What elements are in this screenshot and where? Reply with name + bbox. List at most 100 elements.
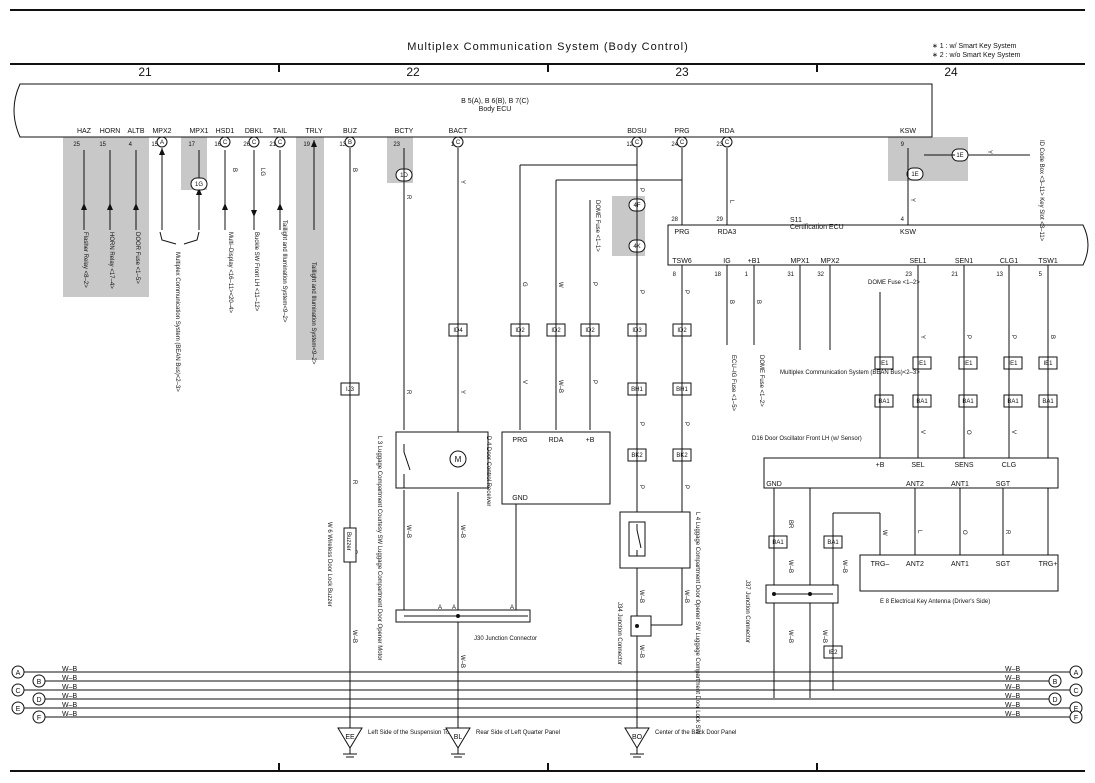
- wire-color-19: P: [638, 422, 644, 426]
- body-pin-conn-label-3: A: [160, 140, 164, 146]
- body-pin-conn-3: [156, 136, 168, 148]
- wire-color-24: W–B: [683, 590, 689, 603]
- s11-bot-num-2: 1: [745, 272, 749, 278]
- e8-antenna: [859, 554, 1059, 592]
- bus-left-label-C: C: [15, 688, 20, 695]
- body-pin-num-1: 15: [99, 142, 106, 148]
- wire-color-4: W: [557, 282, 563, 288]
- wire-color-22: P: [683, 485, 689, 489]
- wire-color-9: L: [728, 200, 734, 204]
- diagram-title: Multiplex Communication System (Body Con…: [407, 41, 689, 53]
- body-pin-num-3: 15: [151, 142, 158, 148]
- wire-color-12: R: [351, 480, 357, 485]
- s11-pins: PRG28RDA329KSW4TSW68IG18+B11MPX131MPX232…: [671, 217, 1058, 278]
- ground-id-2: BO: [632, 734, 643, 741]
- wire-color-44: P: [591, 380, 597, 384]
- body-pin-num-6: 26: [243, 142, 250, 148]
- d16-bot-pin-3: SGT: [996, 481, 1011, 488]
- wire-color-25: W–B: [638, 645, 644, 658]
- wire-color-33: L: [916, 530, 922, 534]
- wire-color-2: Y: [459, 180, 465, 184]
- body-pin-conn-11: [452, 136, 464, 148]
- body-pin-num-0: 25: [73, 142, 80, 148]
- wire-color-1: R: [405, 195, 411, 200]
- s11-bot-num-3: 31: [787, 272, 794, 278]
- body-pin-bcty: BCTY: [395, 128, 414, 135]
- s11-top-pin-2: KSW: [900, 229, 916, 236]
- wire-color-37: BR: [787, 520, 793, 529]
- ground-id-1: BL: [454, 734, 463, 741]
- body-pin-num-9: 13: [339, 142, 346, 148]
- body-pin-tail: TAIL: [273, 128, 287, 135]
- wire-color-40: W–B: [787, 630, 793, 643]
- inline-conn-label-16: BA1: [878, 399, 890, 405]
- j34-junction: [630, 615, 652, 637]
- ground-symbol-2: [624, 727, 650, 749]
- bus-left-label-F: F: [37, 715, 41, 722]
- wire-color-8: P: [683, 290, 689, 294]
- wire-color-16: W–B: [405, 525, 411, 538]
- note-2: ∗ 2 : w/o Smart Key System: [932, 52, 1021, 59]
- wire-color-30: V: [919, 430, 925, 434]
- body-pin-num-7: 21: [269, 142, 276, 148]
- d4-pin-1: RDA: [549, 437, 564, 444]
- wire-color-31: O: [965, 430, 971, 435]
- body-pin-num-10: 23: [393, 142, 400, 148]
- bus-right-label-E: E: [1074, 706, 1079, 713]
- label-horn-relay: HORN Relay <17–4>: [108, 232, 114, 289]
- d16-top-pin-1: SEL: [911, 462, 924, 469]
- bus-right-label-D: D: [1052, 697, 1057, 704]
- j34-label: J34 Junction Connector: [616, 602, 622, 665]
- left-arrows: [81, 140, 317, 217]
- wire-color-43: W–B: [557, 380, 563, 393]
- bean-bus-right-label: Multiplex Communication System (BEAN Bus…: [780, 370, 920, 376]
- d4-label: D 4 Door Control Receiver: [485, 436, 491, 506]
- s11-top-num-1: 29: [716, 217, 723, 223]
- motor-symbol: M: [455, 455, 462, 464]
- body-pin-horn: HORN: [100, 128, 121, 135]
- wire-color-27: P: [965, 335, 971, 339]
- bus-left-label-B: B: [37, 679, 42, 686]
- s11-bot-pin-8: TSW1: [1038, 258, 1058, 265]
- j30-pin-a3: A: [510, 605, 514, 611]
- bus-right-label-F: F: [1074, 715, 1078, 722]
- body-pin-num-14: 23: [716, 142, 723, 148]
- body-pin-bdsu: BDSU: [627, 128, 646, 135]
- body-pin-mpx1: MPX1: [189, 128, 208, 135]
- s11-certification-ecu: S11 Certification ECU: [667, 217, 1089, 266]
- s11-bot-pin-2: +B1: [748, 258, 761, 265]
- body-pin-mpx2: MPX2: [152, 128, 171, 135]
- bus-wire-left-0: W–B: [62, 666, 78, 673]
- wire-color-23: W–B: [638, 590, 644, 603]
- page-number-21: 21: [138, 65, 152, 79]
- body-pin-conn-7: [274, 136, 286, 148]
- j30-junction: A A A: [395, 605, 531, 623]
- wire-color-36: W: [881, 530, 887, 536]
- e8-pin-0: TRG–: [871, 561, 890, 568]
- wire-color-39: W–B: [841, 560, 847, 573]
- bus-wire-left-2: W–B: [62, 684, 78, 691]
- body-pin-ksw: KSW: [900, 128, 916, 135]
- body-pin-conn-label-11: C: [456, 140, 461, 146]
- d16-bot-pin-1: ANT2: [906, 481, 924, 488]
- s11-bot-pin-7: CLG1: [1000, 258, 1018, 265]
- inline-conn-label-17: BA1: [916, 399, 928, 405]
- body-pin-rda: RDA: [720, 128, 735, 135]
- body-pin-conn-label-12: C: [635, 140, 640, 146]
- body-pin-num-5: 16: [214, 142, 221, 148]
- bus-wire-left-4: W–B: [62, 702, 78, 709]
- bus-wire-left-3: W–B: [62, 693, 78, 700]
- shade-trly: [296, 137, 324, 360]
- j37-label: J37 Junction Connector: [744, 580, 750, 643]
- s11-name: Certification ECU: [790, 224, 844, 231]
- body-pin-dbkl: DBKL: [245, 128, 263, 135]
- body-ecu-box: [13, 83, 933, 138]
- wire-color-38: W–B: [787, 560, 793, 573]
- oval-conn-label-2: 1E: [911, 172, 918, 178]
- ecu-ig-label: ECU–IG Fuse <1–5>: [730, 355, 736, 412]
- page-number-22: 22: [406, 65, 420, 79]
